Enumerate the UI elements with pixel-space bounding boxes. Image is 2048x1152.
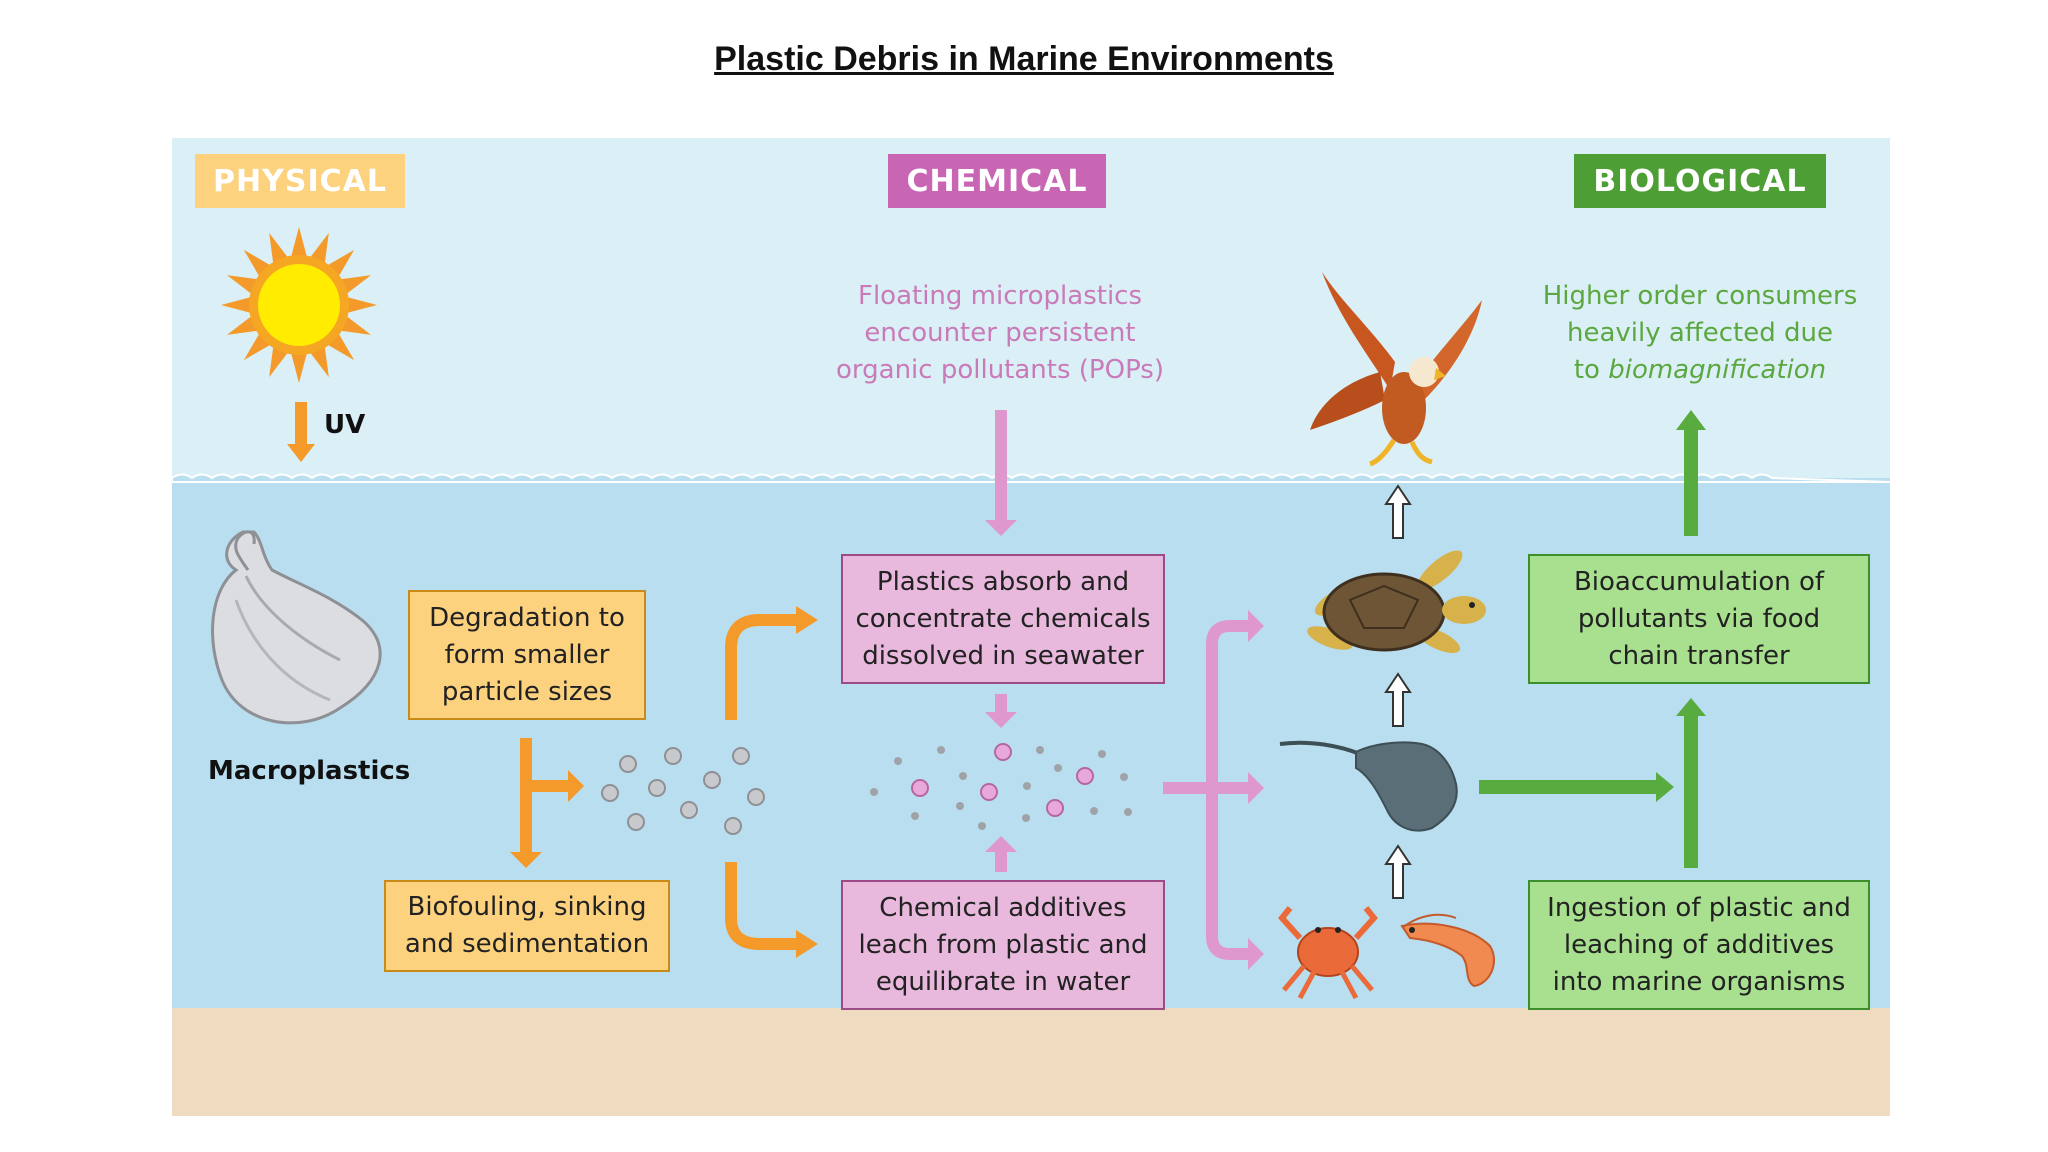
biological-arrows [1479,410,1706,868]
header-chemical: CHEMICAL [888,154,1106,208]
microplastic-particles [601,747,765,835]
header-physical: PHYSICAL [195,154,405,208]
pops-caption: Floating microplastics encounter persist… [836,281,1164,385]
sediment-panel [172,1008,1890,1116]
sun-icon [221,227,377,383]
macroplastics-label: Macroplastics [208,756,411,786]
chemical-arrows [985,410,1017,872]
header-biological: BIOLOGICAL [1574,154,1826,208]
stingray-icon [1279,740,1458,832]
physical-arrows [510,606,818,958]
crab-icon [1278,906,1378,1000]
sea-turtle-icon [1307,550,1486,654]
pollutant-particles [870,743,1132,830]
box-additives: Chemical additives leach from plastic an… [841,880,1165,1010]
plastic-bag-icon [211,530,382,725]
box-absorb: Plastics absorb and concentrate chemical… [841,554,1165,684]
uv-label: UV [324,410,366,440]
page-title: Plastic Debris in Marine Environments [714,40,1334,78]
food-chain-arrows [1384,484,1412,899]
box-biofouling: Biofouling, sinking and sedimentation [384,880,670,972]
consumers-caption: Higher order consumers heavily affected … [1542,281,1858,385]
box-ingestion: Ingestion of plastic and leaching of add… [1528,880,1870,1010]
eagle-icon [1310,272,1482,467]
box-degradation: Degradation to form smaller particle siz… [408,590,646,720]
uv-arrow [287,402,315,462]
box-bioaccumulation: Bioaccumulation of pollutants via food c… [1528,554,1870,684]
shrimp-icon [1400,913,1495,988]
uptake-arrows [1163,610,1264,970]
wave-line [171,473,1891,483]
